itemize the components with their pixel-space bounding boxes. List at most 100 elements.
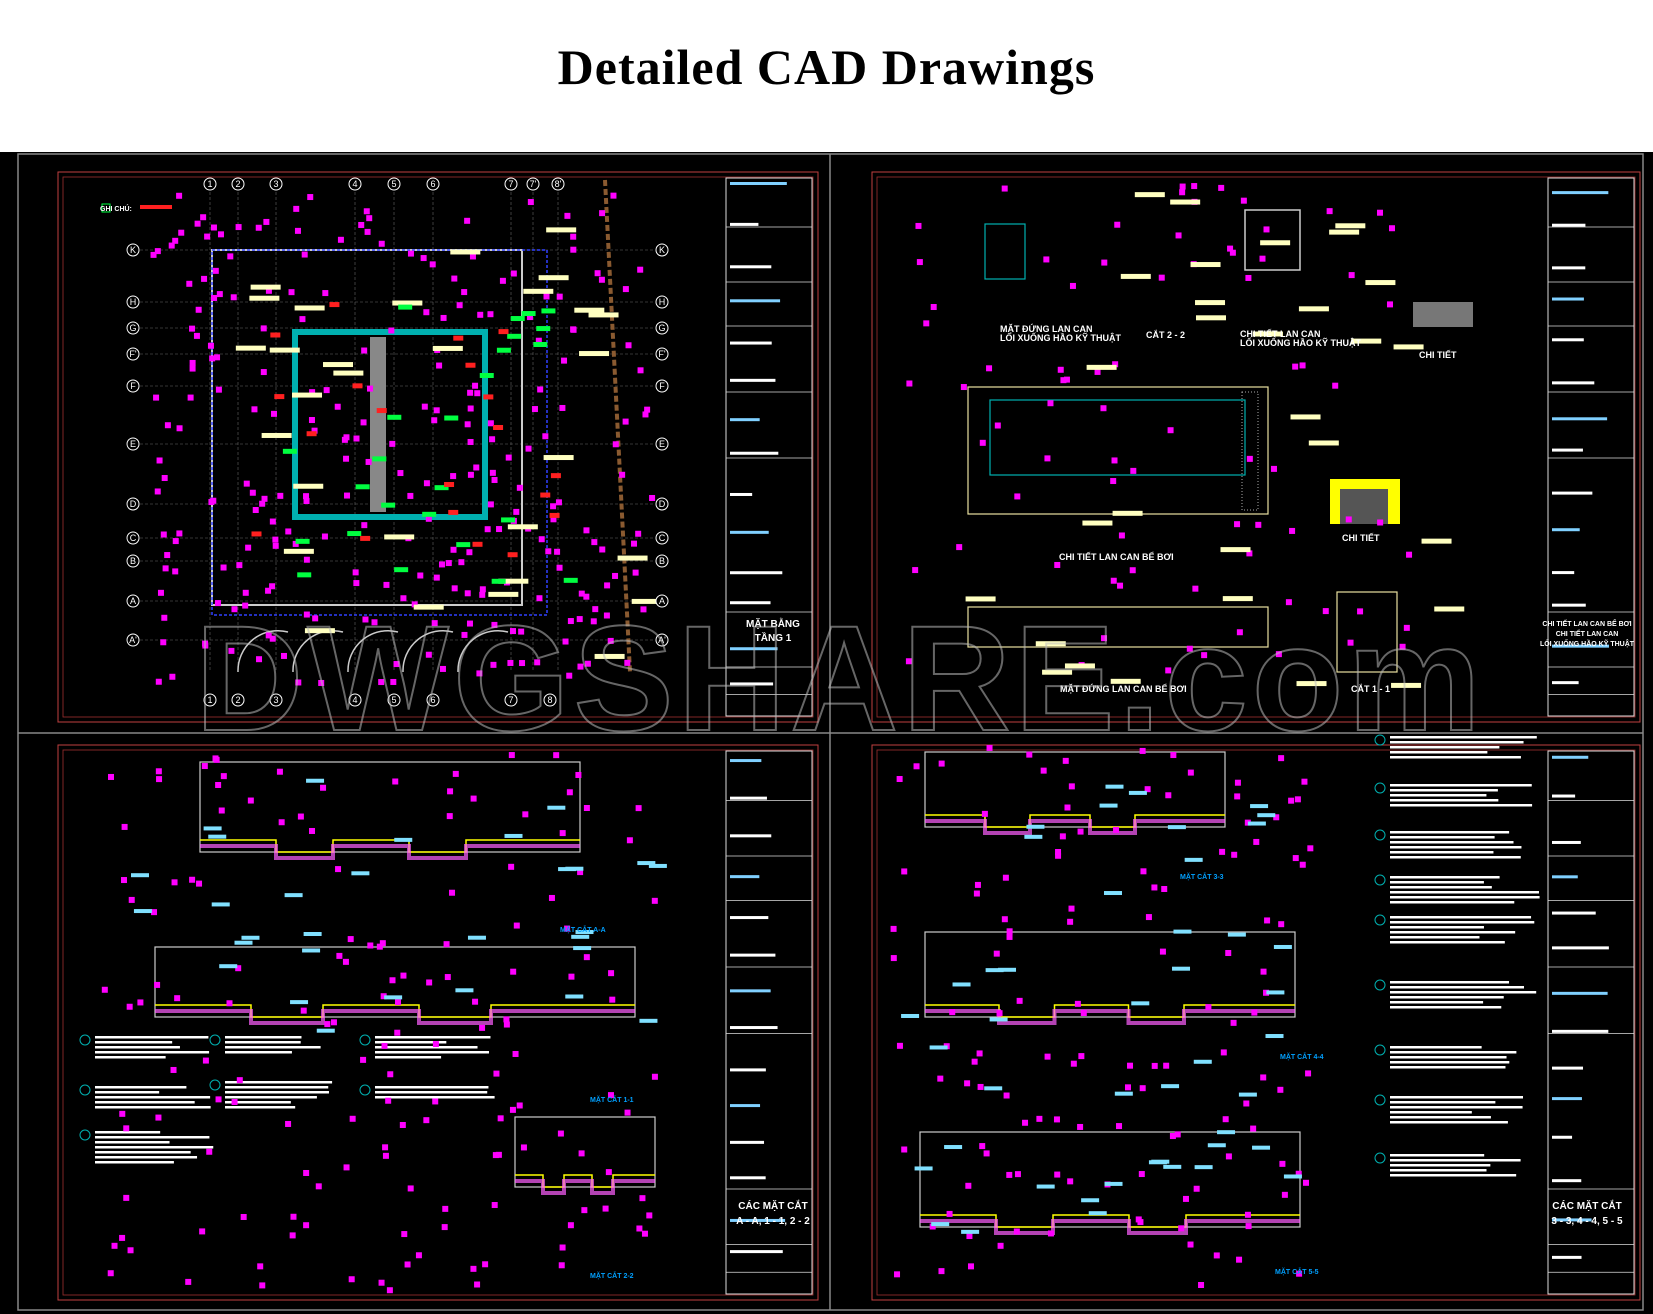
note-number-circle — [1374, 782, 1386, 794]
note-text-line — [1390, 1001, 1484, 1004]
dimension-tag — [1294, 796, 1301, 803]
dimension-tag — [472, 998, 479, 1005]
dimension-tag — [496, 526, 503, 533]
note-text-line — [1390, 936, 1480, 939]
dimension-tag — [420, 255, 427, 262]
dimension-tag — [1170, 752, 1177, 759]
dimension-tag — [1191, 183, 1198, 190]
dimension-tag — [461, 631, 468, 638]
label-section-4-4: MẶT CẮT 4-4 — [1280, 1052, 1324, 1061]
dimension-tag — [199, 1228, 206, 1235]
title-block-text — [730, 1068, 766, 1072]
dimension-tag — [1301, 778, 1308, 785]
label-bar — [523, 288, 554, 294]
dimension-tag — [407, 1185, 414, 1192]
axis-right-bubble — [655, 295, 669, 309]
dimension-tag — [228, 647, 235, 654]
dimension-tag — [334, 403, 341, 410]
label-section-5-5: MẶT CẮT 5-5 — [1275, 1267, 1319, 1276]
axis-left-bubble — [126, 379, 140, 393]
dimension-tag — [265, 287, 272, 294]
note-text-line — [1390, 836, 1495, 839]
label-bar — [413, 604, 444, 610]
dimension-tag — [508, 752, 515, 759]
level-marker — [1173, 929, 1192, 934]
axis-bottom-bubble — [504, 693, 518, 707]
dimension-tag — [556, 293, 563, 300]
dimension-tag — [509, 628, 516, 635]
dimension-tag — [411, 601, 418, 608]
dimension-tag — [1213, 1252, 1220, 1259]
note-text-line — [375, 1046, 478, 1049]
dimension-tag — [479, 586, 486, 593]
dimension-tag — [1063, 376, 1070, 383]
dimension-tag — [155, 768, 162, 775]
dimension-tag — [1129, 567, 1136, 574]
dimension-tag — [1299, 861, 1306, 868]
note-text-line — [1390, 851, 1494, 854]
label-bar — [1260, 240, 1291, 246]
entrance-arc — [347, 629, 399, 673]
label-bar — [594, 653, 625, 659]
dimension-tag — [503, 1016, 510, 1023]
dimension-tag — [378, 240, 385, 247]
dimension-tag — [349, 1115, 356, 1122]
label-bar — [1110, 678, 1141, 684]
dimension-tag — [1376, 209, 1383, 216]
dimension-tag — [303, 493, 310, 500]
dimension-tag — [1399, 643, 1406, 650]
dimension-tag — [624, 659, 631, 666]
title-block-text — [730, 1250, 783, 1254]
room-tag-red — [376, 408, 387, 414]
dimension-tag — [1263, 989, 1270, 996]
label-detail-railing-sub: LỐI XUỐNG HẦO KỸ THUẬT — [1240, 337, 1362, 348]
note-text-line — [1390, 756, 1521, 759]
axis-top-bubble — [551, 177, 565, 191]
label-bar — [965, 596, 996, 602]
dimension-tag — [137, 999, 144, 1006]
dimension-tag — [172, 237, 179, 244]
note-text-line — [1390, 1046, 1482, 1049]
dimension-tag — [439, 665, 446, 672]
title-block-text — [1552, 840, 1581, 844]
dimension-tag — [107, 1270, 114, 1277]
dimension-tag — [622, 418, 629, 425]
dimension-tag — [185, 1278, 192, 1285]
dimension-tag — [651, 897, 658, 904]
drawing-labels: GHI CHÚ: MẶT BẰNG TẦNG 1 MẶT ĐỨNG LAN CA… — [100, 204, 1635, 1280]
label-bar — [235, 345, 266, 351]
level-marker — [573, 946, 592, 951]
entrance-arc — [402, 629, 454, 673]
label-bar — [1434, 606, 1465, 612]
dimension-tag — [1225, 1153, 1232, 1160]
title-block-text — [730, 875, 760, 879]
note-text-line — [95, 1151, 191, 1154]
axis-right: K — [659, 245, 665, 255]
dimension-tag — [443, 941, 450, 948]
note-text-line — [1390, 921, 1535, 924]
axis-bottom-bubble — [269, 693, 283, 707]
room-tag-green — [541, 308, 556, 314]
note-text-line — [1390, 1159, 1521, 1162]
dimension-tag — [1377, 519, 1384, 526]
title-block-text — [1552, 491, 1593, 495]
dimension-tag — [1277, 1086, 1284, 1093]
dimension-tag — [1158, 274, 1165, 281]
level-marker — [1238, 1092, 1257, 1097]
dimension-tag — [300, 1007, 307, 1014]
title-block-text — [1552, 1066, 1584, 1070]
dimension-tag — [280, 652, 287, 659]
dimension-tag — [156, 457, 163, 464]
title-block-text — [1552, 381, 1595, 385]
level-marker — [1099, 803, 1118, 808]
dimension-tag — [487, 501, 494, 508]
dimension-tag — [293, 205, 300, 212]
watermark: DWGSHARE.com — [195, 594, 1485, 762]
dimension-tag — [1116, 1123, 1123, 1130]
dimension-tag — [210, 497, 217, 504]
dimension-tag — [464, 590, 471, 597]
dimension-tag — [1288, 797, 1295, 804]
dimension-tag — [383, 581, 390, 588]
dimension-tag — [983, 1150, 990, 1157]
label-bar — [1082, 520, 1113, 526]
